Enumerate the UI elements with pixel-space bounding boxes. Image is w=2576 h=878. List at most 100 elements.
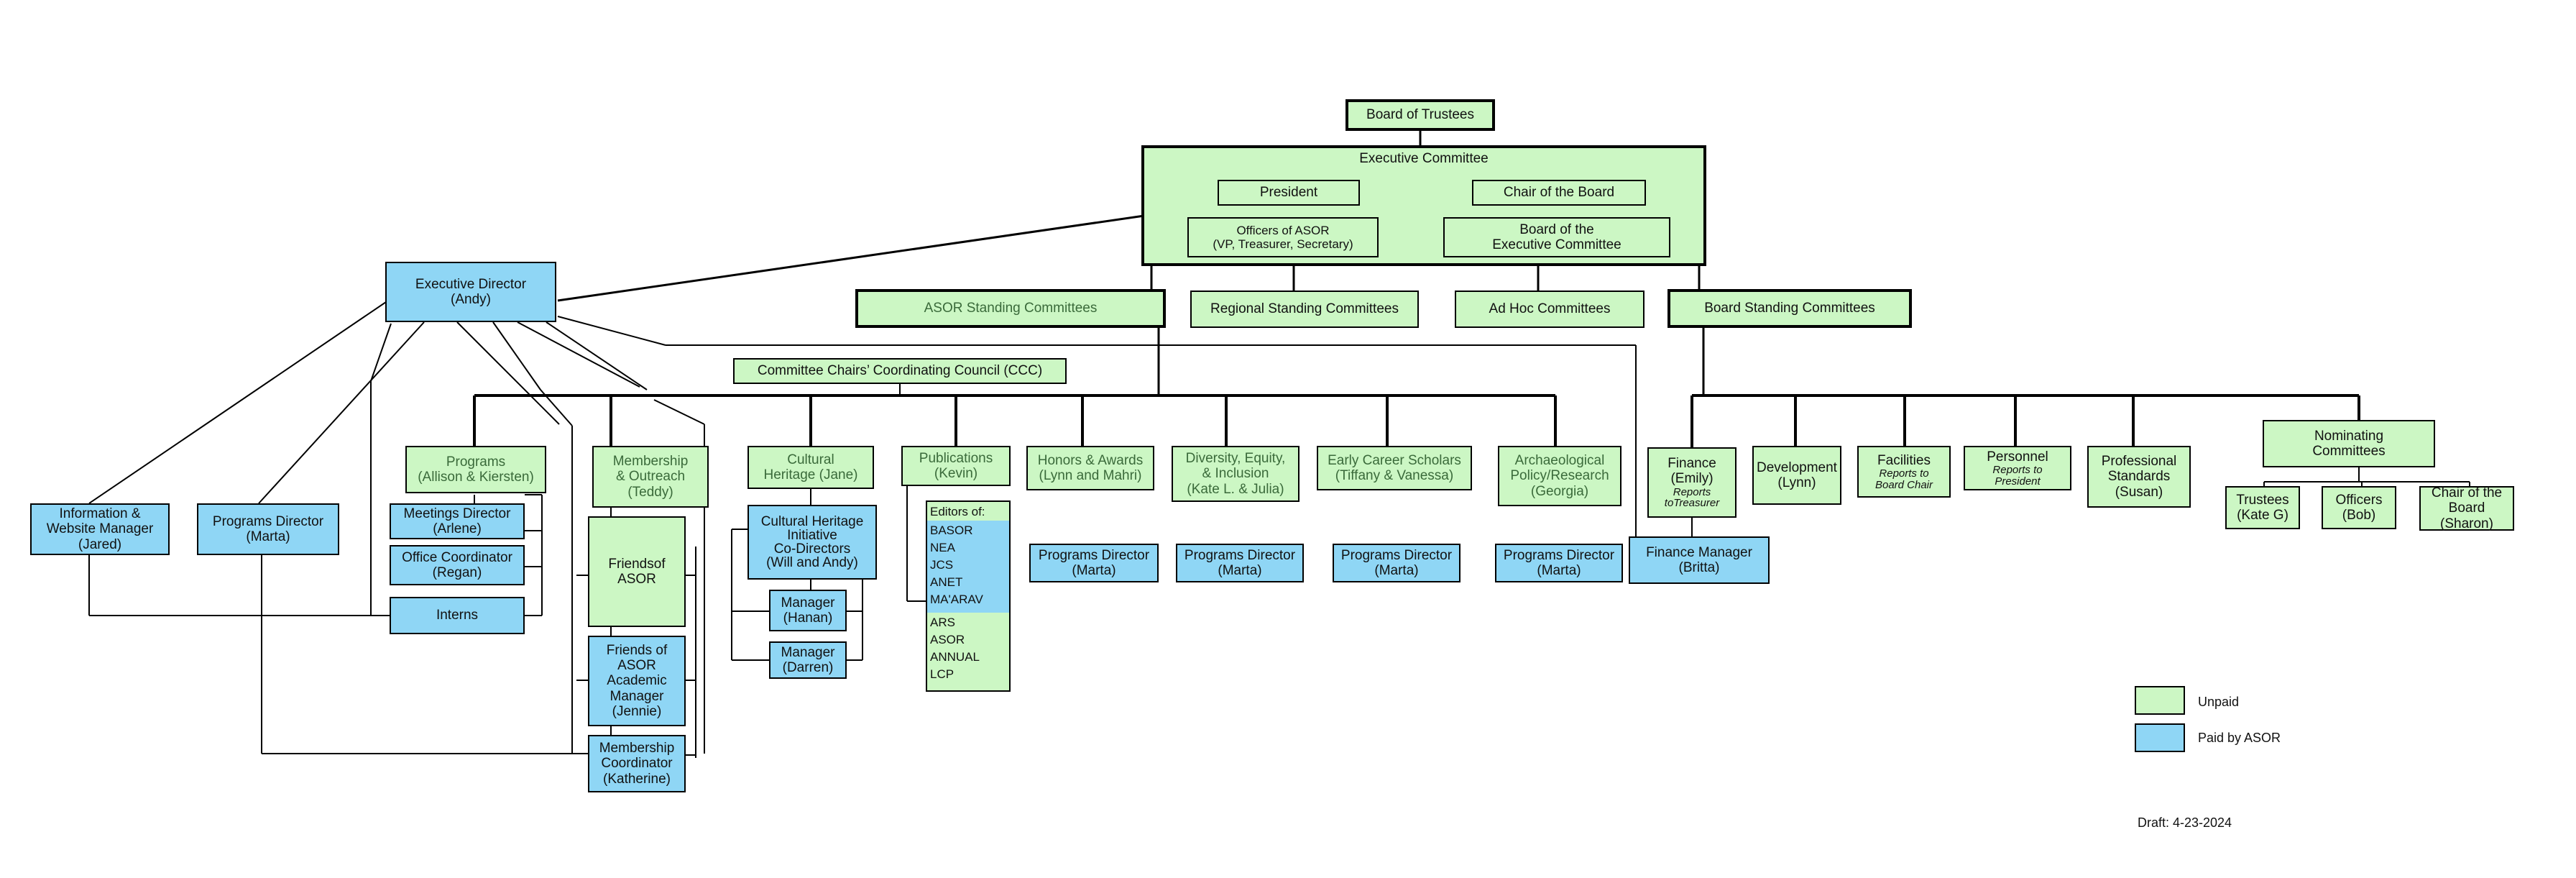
finance-committee-box: Finance (Emily) Reports toTreasurer [1647, 447, 1736, 518]
friends-academic-line-1: Friends of [606, 642, 668, 658]
info-web-line-3: (Jared) [78, 536, 122, 552]
meetings-director-line-1: Meetings Director [403, 506, 511, 521]
membership-coordinator-box: Membership Coordinator (Katherine) [588, 735, 686, 792]
programs-director-left-line-2: (Marta) [246, 529, 290, 544]
meetings-director-box: Meetings Director (Arlene) [390, 503, 525, 539]
officers-nom-line-2: (Bob) [2342, 508, 2376, 523]
board-exec-box: Board of the Executive Committee [1443, 217, 1670, 257]
friends-academic-line-4: Manager [610, 688, 664, 704]
pd-early-line-2: (Marta) [1374, 563, 1419, 578]
chi-co-directors-box: Cultural Heritage Initiative Co-Director… [748, 505, 877, 580]
asor-standing-committees-label: ASOR Standing Committees [924, 301, 1098, 316]
professional-line-1: Professional [2101, 454, 2177, 470]
editor-annual: ANNUAL [930, 650, 980, 664]
editors-title: Editors of: [930, 505, 985, 518]
chair-nom-line-1: Chair of the [2431, 485, 2503, 501]
membership-line-3: (Teddy) [627, 484, 673, 500]
chi-line-1: Cultural Heritage [760, 514, 864, 529]
officers-nominating-box: Officers (Bob) [2322, 486, 2396, 529]
editor-anet: ANET [930, 575, 963, 589]
editor-basor: BASOR [930, 523, 973, 537]
trustees-nominating-box: Trustees (Kate G) [2225, 486, 2300, 529]
archaeological-line-3: (Georgia) [1530, 483, 1589, 499]
ccc-label: Committee Chairs’ Coordinating Council (… [757, 363, 1043, 379]
chi-line-3: Co-Directors [773, 541, 851, 557]
early-career-line-2: (Tiffany & Vanessa) [1335, 468, 1454, 483]
president-box: President [1218, 180, 1360, 206]
chair-of-board-nominating-box: Chair of the Board (Sharon) [2419, 485, 2514, 531]
office-coordinator-line-2: (Regan) [432, 565, 482, 580]
legend-unpaid-swatch [2135, 686, 2185, 715]
editor-jcs: JCS [930, 558, 954, 572]
diversity-line-3: (Kate L. & Julia) [1187, 481, 1284, 497]
pd-diversity-line-2: (Marta) [1218, 563, 1262, 578]
friends-line-1: Friendsof [608, 556, 666, 572]
programs-director-archaeological-box: Programs Director (Marta) [1495, 544, 1623, 582]
membership-line-1: Membership [612, 454, 689, 470]
board-standing-committees-label: Board Standing Committees [1704, 301, 1875, 316]
office-coordinator-line-1: Office Coordinator [402, 549, 512, 565]
membership-coord-line-1: Membership [599, 741, 675, 756]
early-career-line-1: Early Career Scholars [1328, 452, 1461, 468]
asor-standing-committees-box: ASOR Standing Committees [855, 289, 1166, 328]
interns-box: Interns [390, 597, 525, 634]
president-label: President [1259, 185, 1318, 201]
editor-ars: ARS [930, 616, 955, 629]
friends-academic-line-5: (Jennie) [612, 703, 662, 719]
regional-standing-committees-box: Regional Standing Committees [1190, 291, 1419, 328]
facilities-label: Facilities [1877, 452, 1931, 468]
friends-academic-line-2: ASOR [617, 658, 656, 674]
info-web-line-2: Website Manager [46, 521, 154, 537]
editor-asor: ASOR [930, 633, 965, 646]
info-website-manager-box: Information & Website Manager (Jared) [30, 503, 170, 555]
cultural-heritage-committee-box: Cultural Heritage (Jane) [748, 446, 874, 489]
facilities-note-1: Reports to [1879, 467, 1929, 480]
executive-director-line-2: (Andy) [451, 292, 491, 307]
editor-lcp: LCP [930, 667, 954, 681]
finance-manager-box: Finance Manager (Britta) [1629, 536, 1770, 584]
finance-line-1: Finance [1668, 455, 1716, 471]
cultural-line-1: Cultural [787, 452, 834, 467]
programs-line-2: (Allison & Kiersten) [418, 470, 534, 485]
editor-maarav: MA'ARAV [930, 593, 983, 606]
early-career-committee-box: Early Career Scholars (Tiffany & Vanessa… [1317, 446, 1472, 490]
pd-arch-line-1: Programs Director [1503, 547, 1615, 563]
publications-line-2: (Kevin) [934, 466, 978, 481]
executive-director-box: Executive Director (Andy) [385, 262, 556, 322]
officers-line-2: (VP, Treasurer, Secretary) [1213, 237, 1353, 251]
legend-paid-swatch [2135, 723, 2185, 752]
office-coordinator-box: Office Coordinator (Regan) [390, 545, 525, 585]
professional-standards-committee-box: Professional Standards (Susan) [2087, 446, 2191, 508]
professional-line-3: (Susan) [2115, 484, 2163, 500]
cultural-line-2: Heritage (Jane) [763, 467, 858, 483]
programs-committee-box: Programs (Allison & Kiersten) [405, 446, 546, 493]
chair-of-board-box: Chair of the Board [1472, 180, 1646, 206]
manager-darren-line-1: Manager [781, 644, 835, 660]
executive-committee-label: Executive Committee [1359, 151, 1489, 166]
friends-academic-manager-box: Friends of ASOR Academic Manager (Jennie… [588, 636, 686, 726]
professional-line-2: Standards [2107, 469, 2171, 485]
archaeological-line-2: Policy/Research [1510, 468, 1609, 484]
board-exec-line-1: Board of the [1519, 221, 1594, 237]
editors-box: Editors of: BASOR NEA JCS ANET MA'ARAV A… [926, 500, 1011, 692]
nominating-committees-box: Nominating Committees [2263, 420, 2435, 467]
trustees-line-1: Trustees [2236, 492, 2289, 508]
officers-box: Officers of ASOR (VP, Treasurer, Secreta… [1187, 217, 1379, 257]
membership-committee-box: Membership & Outreach (Teddy) [592, 446, 709, 508]
membership-coord-line-3: (Katherine) [603, 771, 671, 787]
nominating-line-2: Committees [2312, 444, 2386, 459]
honors-line-2: (Lynn and Mahri) [1039, 468, 1142, 483]
manager-hanan-line-1: Manager [781, 595, 835, 611]
draft-date: Draft: 4-23-2024 [2138, 815, 2232, 830]
archaeological-committee-box: Archaeological Policy/Research (Georgia) [1498, 446, 1622, 506]
programs-director-left-box: Programs Director (Marta) [197, 503, 339, 555]
executive-director-line-1: Executive Director [415, 276, 527, 292]
programs-director-early-career-box: Programs Director (Marta) [1333, 544, 1460, 582]
board-exec-line-2: Executive Committee [1492, 237, 1622, 252]
finance-manager-line-1: Finance Manager [1646, 544, 1752, 560]
friends-line-2: ASOR [617, 572, 656, 587]
chi-line-2: Initiative [787, 528, 837, 543]
chair-of-board-label: Chair of the Board [1503, 185, 1615, 201]
archaeological-line-1: Archaeological [1514, 453, 1605, 469]
